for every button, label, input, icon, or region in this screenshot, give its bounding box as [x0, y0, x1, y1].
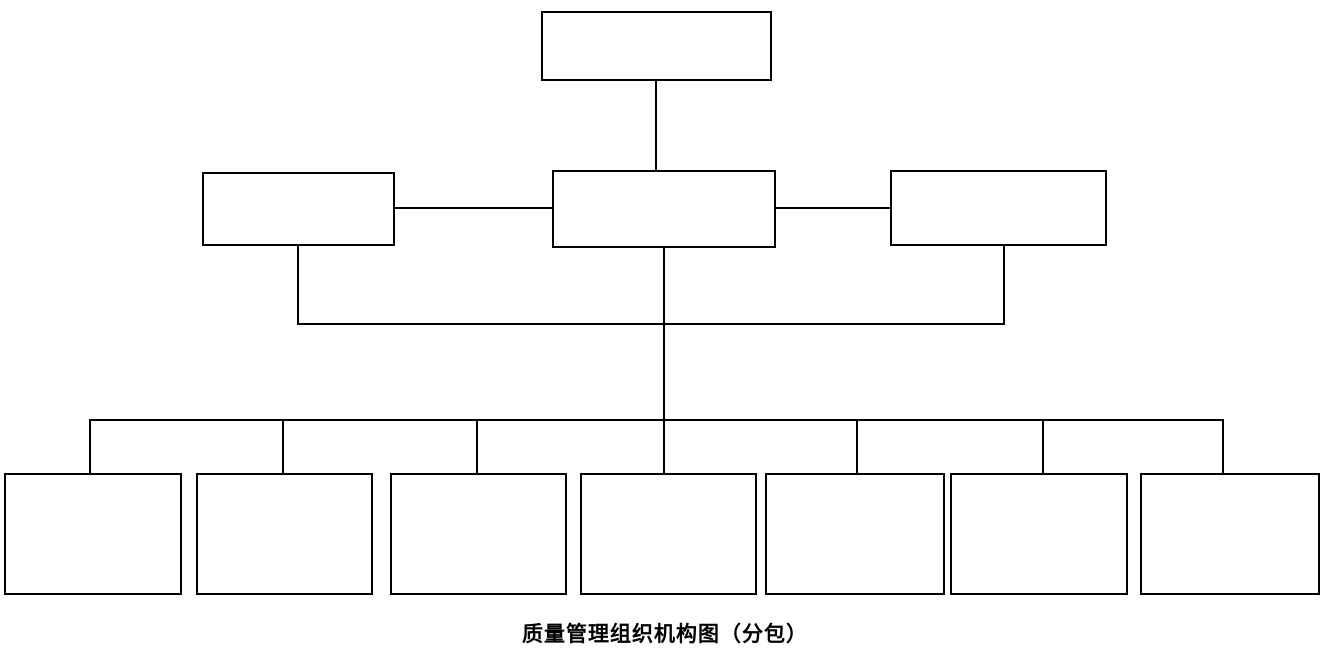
org-node-n2[interactable] [202, 172, 395, 246]
org-node-n8[interactable] [580, 473, 757, 595]
org-node-n1[interactable] [541, 11, 772, 81]
org-node-n9[interactable] [765, 473, 945, 595]
connector-c11 [476, 419, 478, 473]
chart-caption: 质量管理组织机构图（分包） [522, 622, 808, 646]
org-node-n6[interactable] [196, 473, 373, 595]
org-node-n5[interactable] [4, 473, 182, 595]
connector-c5 [1003, 246, 1005, 325]
connector-c9 [89, 419, 91, 473]
connector-c4 [297, 246, 299, 325]
connector-c8 [90, 419, 1224, 421]
org-node-n10[interactable] [950, 473, 1128, 595]
connector-c1 [655, 81, 657, 170]
connector-c13 [1042, 419, 1044, 473]
connector-c7 [663, 248, 665, 473]
connector-c2 [395, 207, 552, 209]
connector-c12 [856, 419, 858, 473]
org-node-n4[interactable] [890, 170, 1107, 246]
connector-c6 [297, 323, 1005, 325]
org-node-n3[interactable] [552, 170, 776, 248]
connector-c14 [1222, 419, 1224, 473]
org-node-n7[interactable] [390, 473, 567, 595]
connector-c3 [776, 207, 890, 209]
org-node-n11[interactable] [1140, 473, 1320, 595]
connector-c10 [282, 419, 284, 473]
